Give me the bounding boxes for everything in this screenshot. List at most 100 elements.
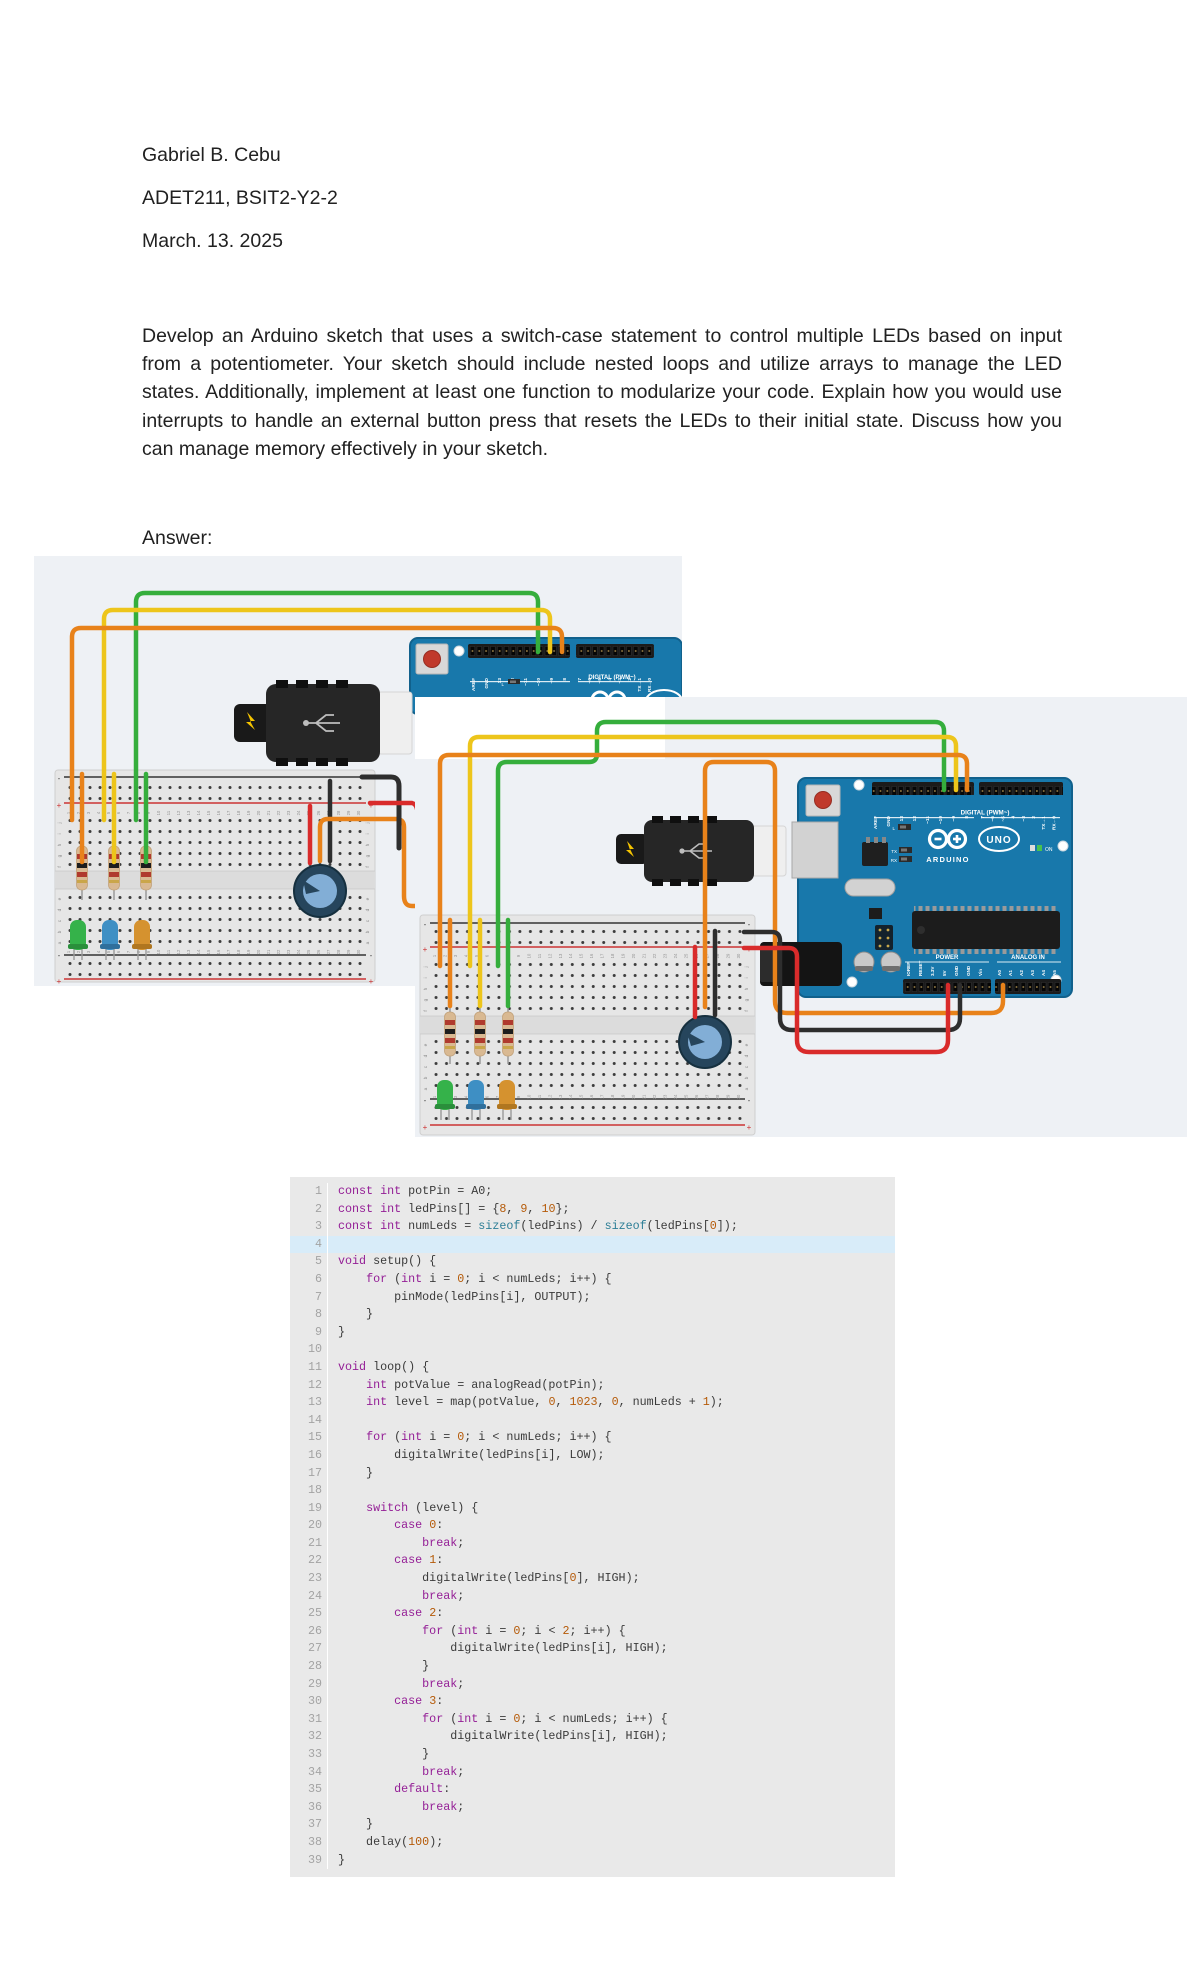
- code-text: case 3:: [394, 1694, 444, 1709]
- column-number: 20: [256, 949, 261, 954]
- code-line: 23 digitalWrite(ledPins[0], HIGH);: [290, 1570, 895, 1588]
- code-line: 22 case 1:: [290, 1552, 895, 1571]
- column-number: 13: [186, 949, 191, 954]
- column-number: 5: [106, 811, 111, 814]
- code-text: delay(100);: [338, 1834, 444, 1849]
- column-number: 30: [736, 1094, 741, 1099]
- column-number: 19: [621, 1094, 626, 1099]
- column-number: 1: [432, 1095, 437, 1098]
- column-number: 29: [346, 810, 351, 815]
- code-text: switch (level) {: [366, 1500, 479, 1515]
- column-number: 15: [206, 949, 211, 954]
- row-letter: e: [424, 1043, 429, 1046]
- row-letter: d: [744, 1054, 750, 1057]
- line-number: 19: [290, 1499, 328, 1518]
- wire-black: [741, 929, 963, 1033]
- column-number: 18: [610, 953, 615, 958]
- lightning-icon: [246, 712, 255, 730]
- column-number: 11: [166, 810, 171, 815]
- line-number: 26: [290, 1622, 328, 1641]
- column-number: 9: [146, 811, 151, 814]
- pin-label: ~6: [587, 678, 593, 684]
- pin-label: 2: [627, 678, 633, 681]
- code-text: [328, 1412, 338, 1430]
- column-number: 25: [684, 953, 689, 958]
- column-number: 8: [136, 811, 141, 814]
- column-number: 4: [96, 950, 101, 953]
- power-label: POWER: [936, 955, 959, 961]
- column-number: 23: [663, 953, 668, 958]
- column-number: 21: [266, 949, 271, 954]
- model-label: UNO: [986, 835, 1011, 846]
- row-letter: g: [745, 998, 750, 1001]
- pin-label: ~10: [938, 816, 944, 824]
- code-text: int potValue = analogRead(potPin);: [366, 1377, 605, 1392]
- pin-label: A5: [1052, 970, 1057, 976]
- code-text: }: [338, 1465, 374, 1480]
- code-line: 32 digitalWrite(ledPins[i], HIGH);: [290, 1728, 895, 1746]
- row-letter: a: [745, 1087, 750, 1090]
- pin-label: AREF: [873, 816, 879, 829]
- column-number: 2: [76, 811, 81, 814]
- row-letter: c: [58, 919, 63, 922]
- column-number: 21: [642, 1094, 647, 1099]
- rail-sign: -: [58, 951, 61, 960]
- code-text: [328, 1482, 338, 1500]
- row-letter: b: [365, 930, 371, 933]
- code-line: 8 }: [290, 1306, 895, 1324]
- column-number: 26: [694, 1094, 699, 1099]
- column-number: 21: [266, 810, 271, 815]
- code-line: 24 break;: [290, 1587, 895, 1606]
- wire-green: [495, 719, 947, 969]
- column-number: 17: [226, 810, 231, 815]
- code-line: 30 case 3:: [290, 1693, 895, 1711]
- line-number: 24: [290, 1587, 328, 1606]
- pin-label: ~5: [597, 678, 603, 684]
- line-number: 27: [290, 1640, 328, 1659]
- rail-sign: -: [58, 774, 61, 783]
- line-number: 15: [290, 1429, 328, 1447]
- column-number: 28: [715, 1094, 720, 1099]
- rail-sign: +: [369, 977, 374, 986]
- code-text: digitalWrite(ledPins[i], HIGH);: [338, 1729, 668, 1744]
- column-number: 26: [316, 810, 321, 815]
- line-number: 35: [290, 1781, 328, 1799]
- led-blue: [100, 920, 120, 960]
- column-number: 5: [474, 954, 479, 957]
- column-number: 13: [558, 953, 563, 958]
- pin-label: Vin: [978, 969, 983, 976]
- rail-sign: -: [748, 920, 751, 929]
- pin-label: TX→1: [637, 678, 643, 692]
- code-line: 19 switch (level) {: [290, 1499, 895, 1518]
- column-number: 16: [216, 810, 221, 815]
- led-orange: [497, 1080, 517, 1120]
- column-number: 6: [116, 811, 121, 814]
- code-text: }: [338, 1307, 374, 1322]
- column-number: 30: [736, 953, 741, 958]
- line-number: 34: [290, 1763, 328, 1782]
- code-text: [328, 1341, 338, 1359]
- line-number: 4: [290, 1235, 328, 1254]
- led-orange: [132, 920, 152, 960]
- wire-orange-a0: [702, 759, 1006, 1016]
- rail-sign: -: [424, 1096, 427, 1105]
- row-letter: f: [744, 1010, 750, 1012]
- column-number: 14: [568, 1094, 573, 1099]
- resistor: [474, 1004, 486, 1064]
- column-number: 19: [246, 949, 251, 954]
- column-number: 12: [547, 1094, 552, 1099]
- pin-label: IOREF: [906, 962, 911, 976]
- row-letter: b: [744, 1076, 750, 1079]
- code-text: }: [338, 1817, 374, 1832]
- led-l-label: L: [892, 826, 895, 831]
- column-number: 24: [673, 1094, 678, 1099]
- arduino-logo-icon: [927, 828, 949, 850]
- row-letter: g: [58, 854, 63, 857]
- column-number: 27: [326, 949, 331, 954]
- pin-label: 13: [497, 678, 503, 684]
- code-line: 20 case 0:: [290, 1517, 895, 1535]
